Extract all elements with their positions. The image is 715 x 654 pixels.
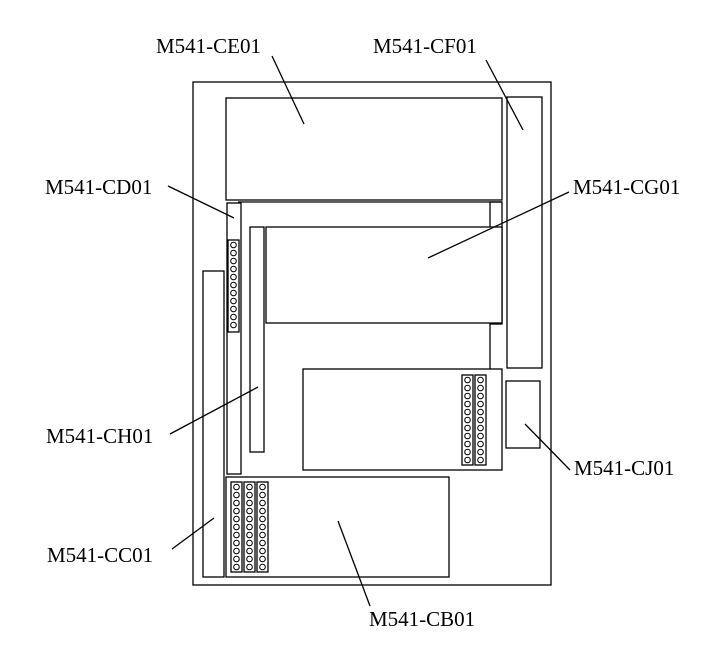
connector-pin	[464, 424, 471, 432]
connector-pin	[233, 515, 240, 523]
connector-pin	[246, 555, 253, 563]
connector-pin	[246, 499, 253, 507]
connector-pin	[259, 507, 266, 515]
connector-pin	[230, 249, 237, 257]
leader-cd01	[167, 185, 235, 219]
board-cc01	[202, 270, 225, 578]
connector-pin	[477, 376, 484, 384]
leader-cb01	[337, 520, 371, 607]
label-cg01: M541-CG01	[573, 175, 680, 199]
connector-pin	[477, 456, 484, 464]
label-cd01: M541-CD01	[45, 175, 152, 199]
leader-ce01	[271, 55, 305, 125]
connector-pin	[464, 408, 471, 416]
connector-pin	[233, 531, 240, 539]
connector-pin	[230, 321, 237, 329]
board-ch01	[249, 226, 265, 453]
connector-pin	[230, 265, 237, 273]
connector-pin	[246, 547, 253, 555]
connector-pin	[233, 547, 240, 555]
connector-pin	[477, 384, 484, 392]
connector-pin	[233, 483, 240, 491]
connector-pin	[230, 281, 237, 289]
board-cg01	[265, 226, 503, 324]
connector-pin	[259, 483, 266, 491]
connector-pin	[464, 440, 471, 448]
connector-pin	[230, 241, 237, 249]
connector-pin	[464, 432, 471, 440]
connector-pin	[259, 515, 266, 523]
label-cc01: M541-CC01	[47, 543, 153, 567]
connector-pin	[233, 507, 240, 515]
label-ch01: M541-CH01	[46, 424, 153, 448]
connector-pin	[230, 313, 237, 321]
connector-pin	[233, 555, 240, 563]
leader-cf01	[485, 59, 524, 131]
connector-pin	[464, 400, 471, 408]
connector-pin	[246, 539, 253, 547]
connector-pin	[464, 384, 471, 392]
connector-pin	[259, 523, 266, 531]
connector-pin	[246, 483, 253, 491]
connector-pin	[230, 297, 237, 305]
connector-pin	[477, 424, 484, 432]
connector-pin	[246, 563, 253, 571]
connector-pin	[230, 305, 237, 313]
connector-pin	[230, 257, 237, 265]
connector-pin	[477, 392, 484, 400]
connector-cd01-pins	[230, 241, 237, 329]
connector-lower-pins	[464, 376, 484, 464]
connector-pin	[477, 408, 484, 416]
connector-pin	[464, 376, 471, 384]
connector-pin	[233, 563, 240, 571]
connector-pin	[230, 273, 237, 281]
connector-pin	[464, 448, 471, 456]
connector-pin	[246, 491, 253, 499]
leader-cc01	[171, 517, 215, 550]
board-cj01	[505, 380, 541, 449]
connector-pin	[233, 539, 240, 547]
label-cf01: M541-CF01	[373, 34, 477, 58]
leader-ch01	[169, 386, 259, 435]
leader-cj01	[524, 423, 571, 471]
connector-pin	[259, 563, 266, 571]
board-ce01	[225, 97, 503, 201]
connector-pin	[464, 392, 471, 400]
connector-pin	[246, 531, 253, 539]
connector-pin	[464, 416, 471, 424]
connector-pin	[259, 555, 266, 563]
connector-pin	[477, 416, 484, 424]
connector-cb01-pins	[233, 483, 266, 571]
connector-pin	[259, 539, 266, 547]
connector-pin	[477, 432, 484, 440]
label-ce01: M541-CE01	[156, 34, 261, 58]
board-cf01	[506, 96, 543, 369]
label-cb01: M541-CB01	[369, 607, 475, 631]
connector-pin	[477, 448, 484, 456]
connector-pin	[259, 499, 266, 507]
connector-pin	[246, 523, 253, 531]
connector-pin	[233, 491, 240, 499]
connector-pin	[259, 547, 266, 555]
leader-cg01	[427, 191, 570, 259]
connector-pin	[246, 507, 253, 515]
connector-pin	[233, 523, 240, 531]
connector-pin	[233, 499, 240, 507]
connector-pin	[464, 456, 471, 464]
connector-pin	[259, 491, 266, 499]
connector-pin	[477, 440, 484, 448]
connector-pin	[246, 515, 253, 523]
connector-pin	[477, 400, 484, 408]
connector-pin	[230, 289, 237, 297]
connector-pin	[259, 531, 266, 539]
label-cj01: M541-CJ01	[574, 456, 674, 480]
